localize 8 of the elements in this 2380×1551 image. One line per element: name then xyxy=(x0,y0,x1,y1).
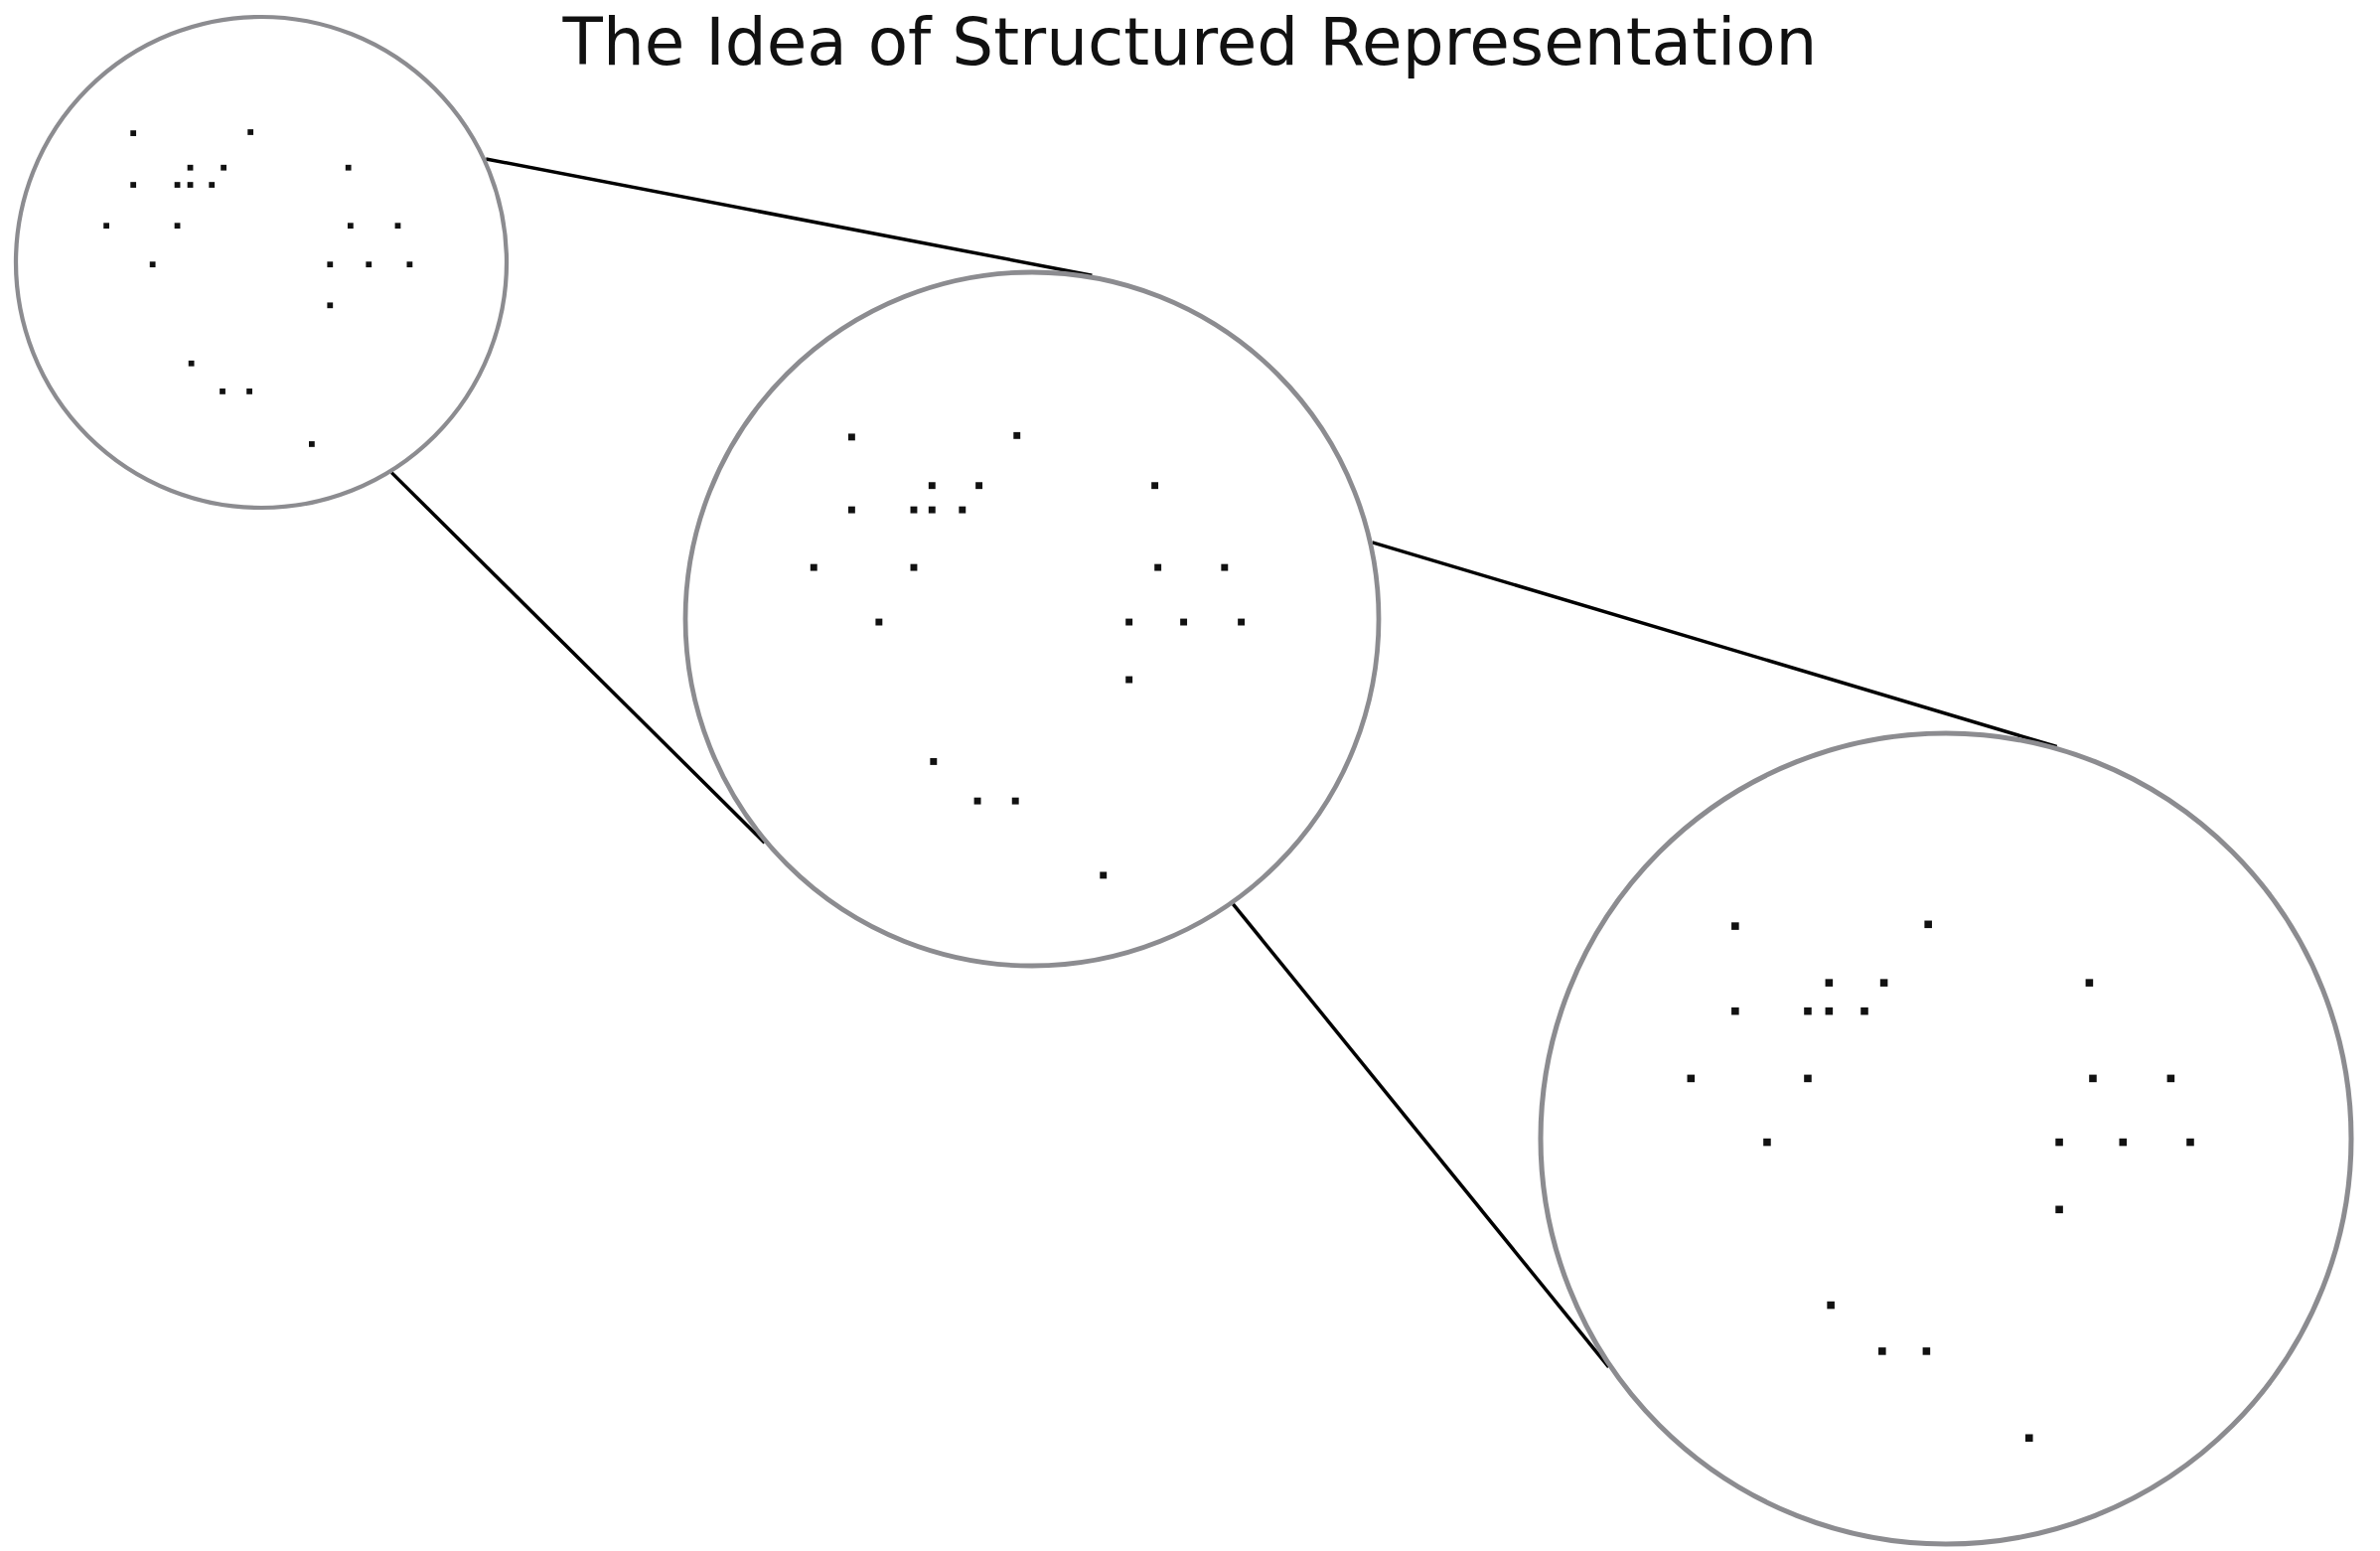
circle xyxy=(683,270,1381,968)
zoom-line xyxy=(389,471,766,845)
title: The Idea of Structured Representation xyxy=(562,4,1818,80)
circle xyxy=(14,15,509,510)
zoom-line xyxy=(485,157,1093,277)
zoom-line xyxy=(1231,902,1610,1368)
circle xyxy=(1539,731,2353,1546)
zoom-line xyxy=(1371,541,2058,749)
